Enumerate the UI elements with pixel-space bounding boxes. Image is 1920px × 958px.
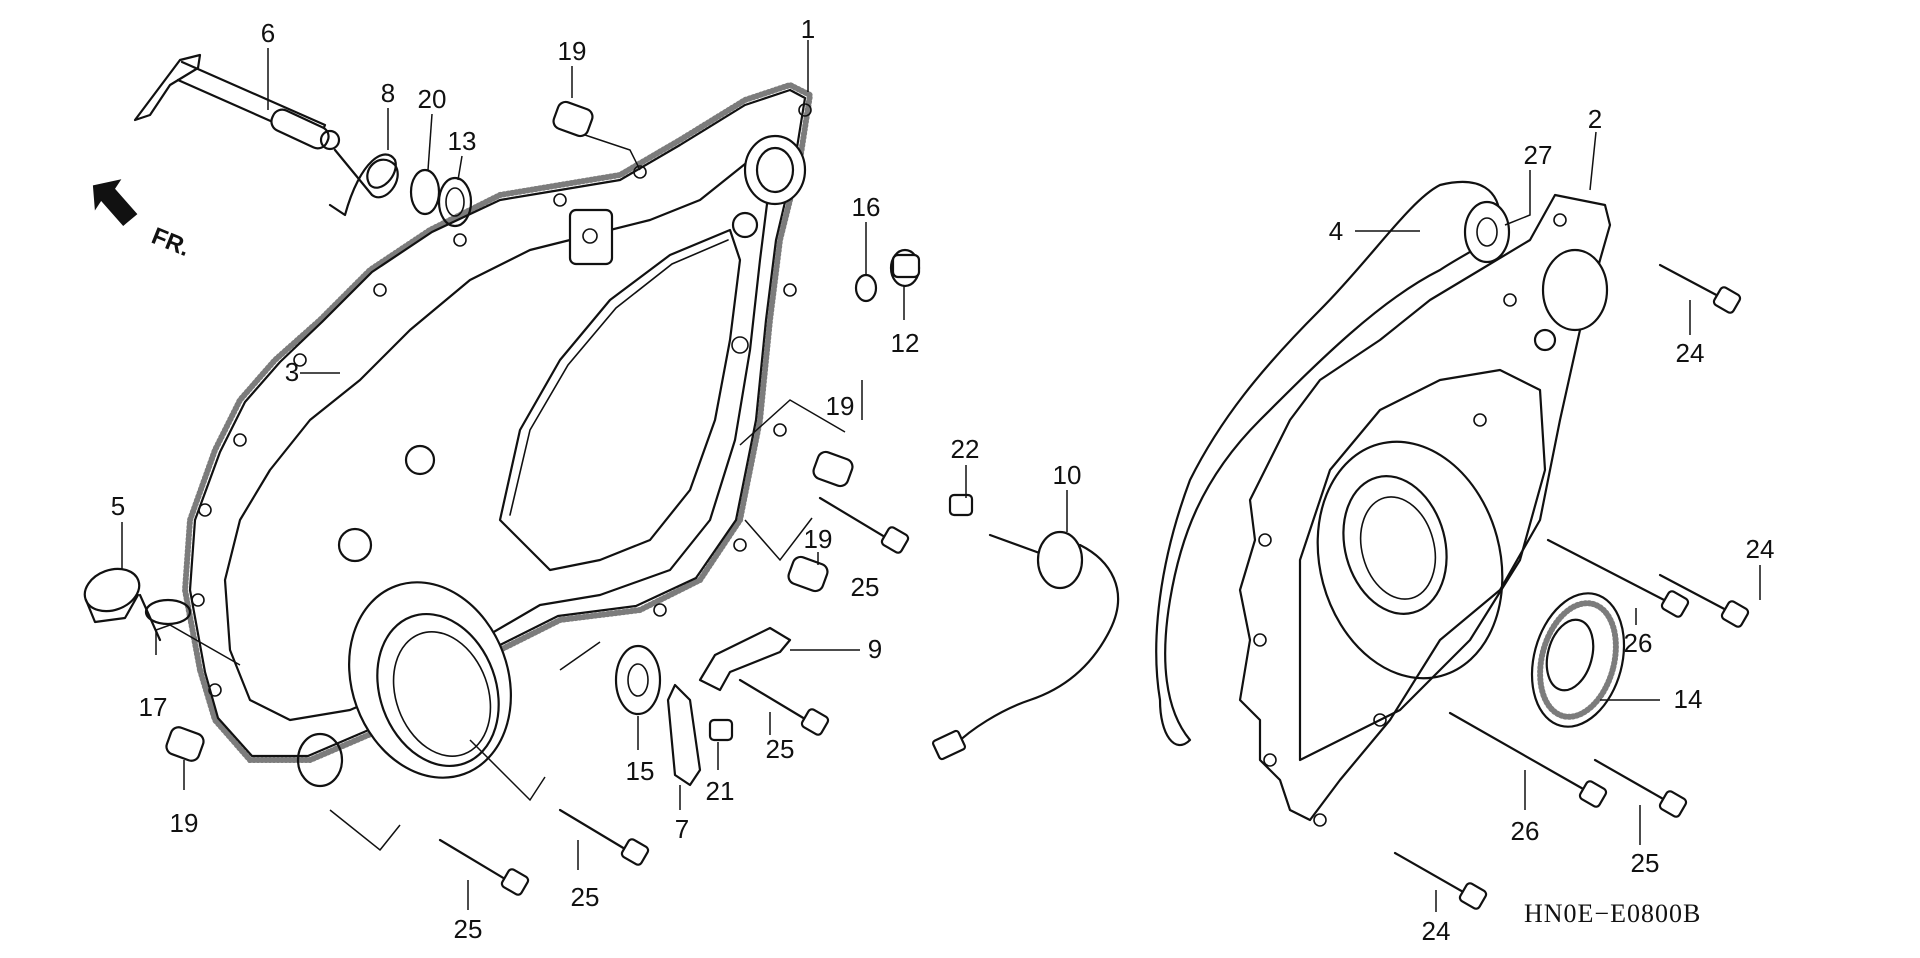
part-label-15: 15 xyxy=(626,756,655,786)
leader-lines xyxy=(121,40,1761,912)
part-label-4: 4 xyxy=(1329,216,1343,246)
part-label-26-top: 26 xyxy=(1624,628,1653,658)
bracket-part xyxy=(698,626,792,692)
front-direction-label: FR. xyxy=(148,223,194,263)
right-bolt-part xyxy=(1393,263,1750,910)
part-label-8: 8 xyxy=(381,78,395,108)
left-crankcase-cover xyxy=(181,81,814,788)
part-label-14: 14 xyxy=(1674,684,1703,714)
part-label-24-top: 24 xyxy=(1676,338,1705,368)
bearing-part xyxy=(614,644,662,716)
sensor-switch-part xyxy=(931,530,1120,761)
part-label-22: 22 xyxy=(951,434,980,464)
part-label-25-e: 25 xyxy=(1631,848,1660,878)
part-label-19-mid: 19 xyxy=(826,391,855,421)
washer-part xyxy=(409,168,441,216)
part-label-26-bottom: 26 xyxy=(1511,816,1540,846)
washer-16-part xyxy=(854,273,878,303)
part-label-25-b: 25 xyxy=(766,734,795,764)
dowel-pin-part xyxy=(165,100,854,762)
right-crankcase-cover xyxy=(1155,180,1612,827)
part-label-1: 1 xyxy=(801,14,815,44)
part-label-16: 16 xyxy=(852,192,881,222)
oil-seal-part xyxy=(437,176,473,228)
plate-part xyxy=(666,683,702,787)
part-label-6: 6 xyxy=(261,18,275,48)
part-label-24-bottom: 24 xyxy=(1422,916,1451,946)
part-label-25-c: 25 xyxy=(571,882,600,912)
part-label-24-right: 24 xyxy=(1746,534,1775,564)
part-label-9: 9 xyxy=(868,634,882,664)
part-label-2: 2 xyxy=(1588,104,1602,134)
oil-filler-cap-part xyxy=(83,567,162,642)
part-label-12: 12 xyxy=(891,328,920,358)
bearing-27-part xyxy=(1463,200,1511,264)
part-label-25-a: 25 xyxy=(851,572,880,602)
part-label-20: 20 xyxy=(418,84,447,114)
part-label-19-low: 19 xyxy=(804,524,833,554)
drain-plug-part xyxy=(889,248,921,288)
drawing-code: HN0E−E0800B xyxy=(1524,899,1701,928)
part-label-25-d: 25 xyxy=(454,914,483,944)
part-label-10: 10 xyxy=(1053,460,1082,490)
part-label-13: 13 xyxy=(448,126,477,156)
o-ring-part xyxy=(144,598,192,626)
shift-shaft-part xyxy=(133,53,341,151)
part-label-17: 17 xyxy=(139,692,168,722)
part-label-27: 27 xyxy=(1524,140,1553,170)
part-label-3: 3 xyxy=(285,357,299,387)
part-number-labels: 1 2 3 4 5 6 7 8 9 10 12 13 14 15 16 17 1… xyxy=(111,14,1775,946)
part-label-7: 7 xyxy=(675,814,689,844)
front-direction-arrow: FR. xyxy=(92,179,194,263)
flange-bolt-part xyxy=(438,493,974,896)
part-label-19-top: 19 xyxy=(558,36,587,66)
part-label-5: 5 xyxy=(111,491,125,521)
oil-seal-14-part xyxy=(1530,592,1626,728)
return-spring-part xyxy=(328,148,399,217)
part-label-21: 21 xyxy=(706,776,735,806)
part-label-19-bottom: 19 xyxy=(170,808,199,838)
